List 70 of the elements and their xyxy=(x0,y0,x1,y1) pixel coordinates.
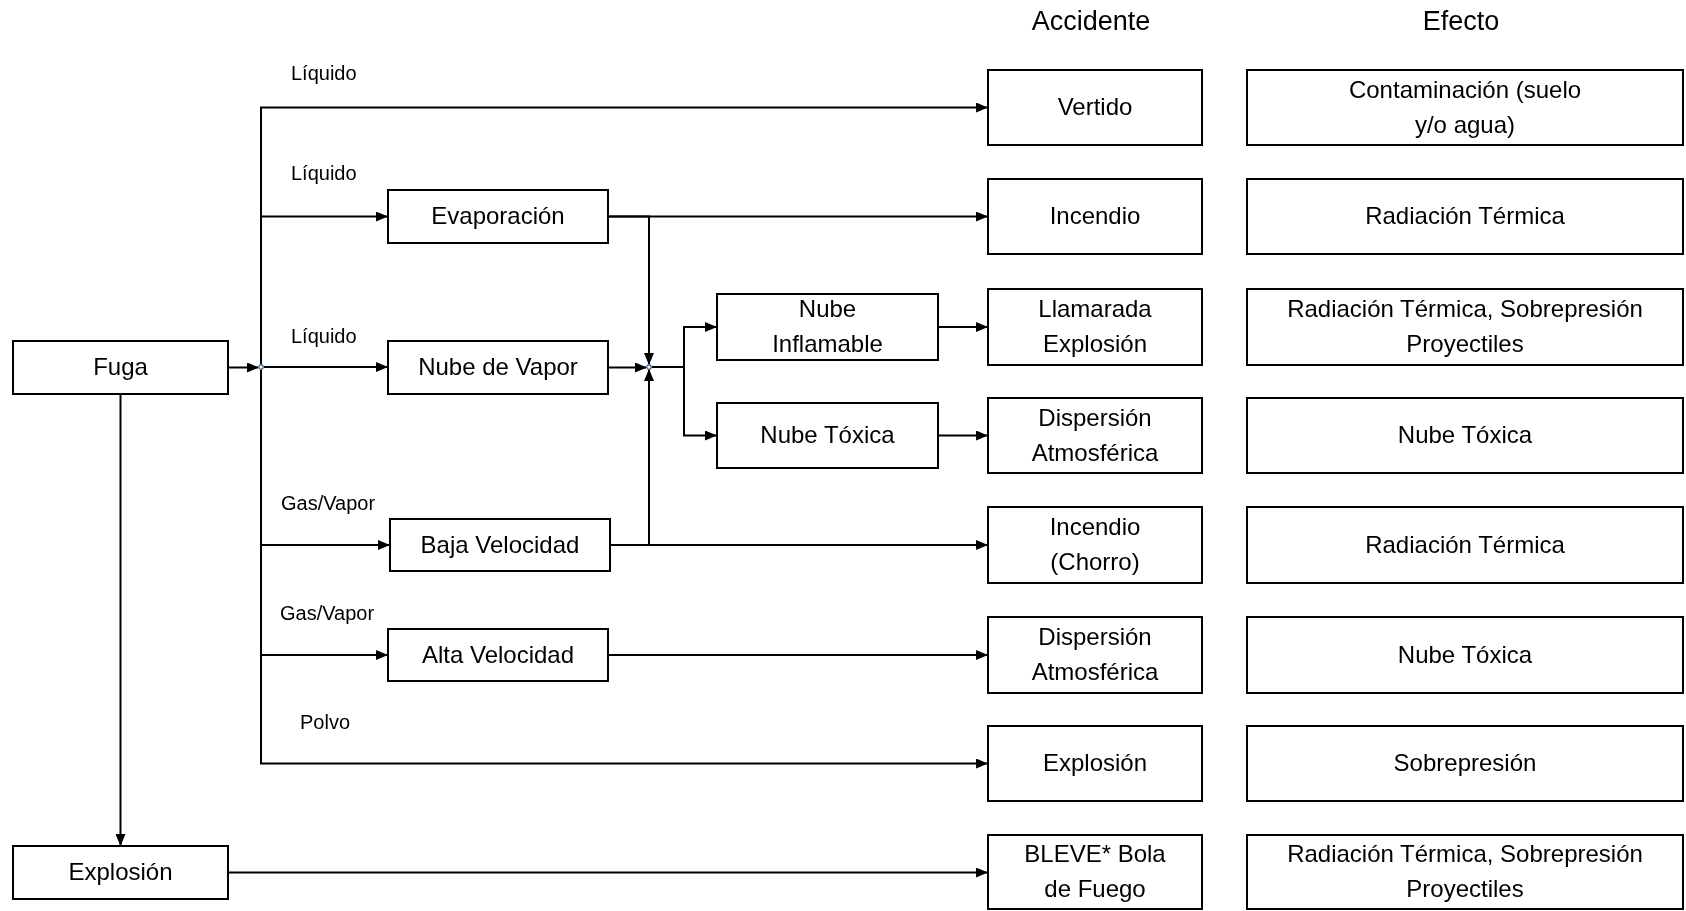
arrow xyxy=(228,362,259,373)
box-text: Dispersión Atmosférica xyxy=(1030,402,1160,468)
effect-box xyxy=(1246,834,1684,910)
box-text: Explosión xyxy=(1042,748,1148,779)
box-text: Nube Tóxica xyxy=(1397,639,1533,670)
arrow xyxy=(651,366,717,441)
arrow xyxy=(610,540,988,550)
effect-box xyxy=(1246,616,1684,694)
process-box xyxy=(12,340,229,395)
edge-label: Líquido xyxy=(289,62,359,85)
process-box xyxy=(387,628,609,682)
effect-box xyxy=(1246,69,1684,146)
box-text: Radiación Térmica, Sobrepresión Proyectiles xyxy=(1286,294,1644,359)
box-text: Vertido xyxy=(1057,92,1133,123)
arrow xyxy=(115,394,126,846)
box-text: Radiación Térmica xyxy=(1365,201,1565,232)
accident-box xyxy=(987,178,1203,255)
edge-label: Líquido xyxy=(289,162,359,185)
arrow xyxy=(938,430,988,441)
box-text: Nube Tóxica xyxy=(1397,420,1533,451)
edge-label: Líquido xyxy=(289,325,359,348)
arrow xyxy=(608,650,988,660)
effect-box xyxy=(1246,506,1684,584)
box-text: Radiación Térmica xyxy=(1365,529,1565,560)
column-heading: Efecto xyxy=(1422,6,1500,37)
box-text: Contaminación (suelo y/o agua) xyxy=(1347,74,1583,140)
accident-box xyxy=(987,725,1203,802)
effect-box xyxy=(1246,288,1684,366)
accident-box xyxy=(987,834,1203,910)
process-box xyxy=(387,340,609,395)
box-text: Llamarada Explosión xyxy=(1037,294,1153,359)
box-text: Baja Velocidad xyxy=(420,529,580,560)
box-text: Incendio (Chorro) xyxy=(1048,512,1142,577)
process-box xyxy=(387,189,609,244)
junction-dot xyxy=(646,364,652,370)
arrow xyxy=(608,362,647,373)
accident-box xyxy=(987,506,1203,584)
box-text: Fuga xyxy=(93,352,148,383)
effect-box xyxy=(1246,178,1684,255)
process-box xyxy=(389,518,611,572)
box-text: Evaporación xyxy=(431,201,565,232)
box-text: Radiación Térmica, Sobrepresión Proyectiles xyxy=(1286,839,1644,904)
box-text: Alta Velocidad xyxy=(421,639,575,670)
arrow xyxy=(260,369,988,769)
process-box xyxy=(716,402,939,469)
effect-box xyxy=(1246,397,1684,474)
accident-box xyxy=(987,69,1203,146)
accident-box xyxy=(987,397,1203,474)
column-heading: Accidente xyxy=(1031,6,1151,37)
box-text: BLEVE* Bola de Fuego xyxy=(1023,839,1167,904)
box-text: Nube de Vapor xyxy=(418,352,578,383)
box-text: Nube Tóxica xyxy=(760,420,895,451)
edge-label: Gas/Vapor xyxy=(279,492,378,515)
edge-label: Gas/Vapor xyxy=(278,602,377,625)
arrow xyxy=(608,215,654,365)
arrow xyxy=(260,211,388,365)
junction-dot xyxy=(258,364,264,370)
arrow xyxy=(228,867,988,878)
box-text: Explosión xyxy=(68,857,173,888)
accident-box xyxy=(987,288,1203,366)
process-box xyxy=(716,293,939,361)
box-text: Incendio xyxy=(1049,201,1141,232)
effect-box xyxy=(1246,725,1684,802)
accident-box xyxy=(987,616,1203,694)
box-text: Nube Inflamable xyxy=(771,294,884,359)
arrow xyxy=(938,322,988,332)
process-box xyxy=(12,845,229,900)
arrow xyxy=(263,362,388,372)
box-text: Dispersión Atmosférica xyxy=(1030,622,1160,687)
box-text: Sobrepresión xyxy=(1393,748,1537,779)
